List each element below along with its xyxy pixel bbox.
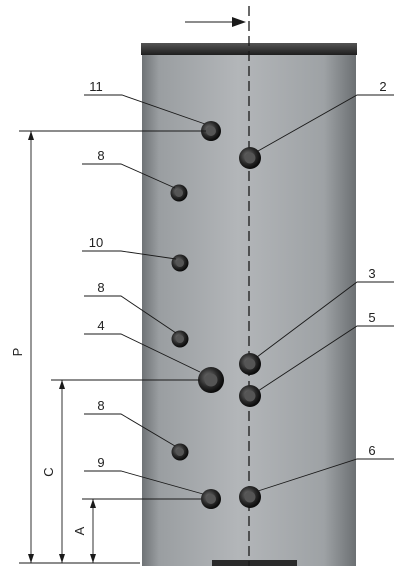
connector-5 xyxy=(239,385,261,407)
label-5: 5 xyxy=(368,310,375,325)
label-8-low: 8 xyxy=(97,398,104,413)
connector-8-top xyxy=(170,184,188,202)
label-3: 3 xyxy=(368,266,375,281)
dim-p-label: P xyxy=(10,348,25,357)
dimension-lines xyxy=(19,130,206,564)
label-2: 2 xyxy=(379,79,386,94)
tank xyxy=(141,6,357,566)
label-4: 4 xyxy=(97,318,104,333)
connector-8-mid xyxy=(171,330,189,348)
dim-a-label: A xyxy=(72,526,87,535)
label-11: 11 xyxy=(89,79,103,94)
label-6: 6 xyxy=(368,443,375,458)
tank-base xyxy=(212,560,297,566)
section-arrow xyxy=(185,17,246,27)
label-8-mid: 8 xyxy=(97,280,104,295)
tank-lid xyxy=(141,43,357,55)
connector-10 xyxy=(171,254,189,272)
connector-8-low xyxy=(171,443,189,461)
label-10: 10 xyxy=(89,235,103,250)
label-9: 9 xyxy=(97,455,104,470)
connector-3 xyxy=(239,353,261,375)
label-8-top: 8 xyxy=(97,148,104,163)
connector-6 xyxy=(239,486,261,508)
connectors xyxy=(170,121,261,509)
connector-11 xyxy=(201,121,221,141)
dim-c-label: C xyxy=(41,467,56,476)
connector-4 xyxy=(198,367,224,393)
connector-9 xyxy=(201,489,221,509)
connector-2 xyxy=(239,147,261,169)
leader-lines xyxy=(82,94,394,495)
